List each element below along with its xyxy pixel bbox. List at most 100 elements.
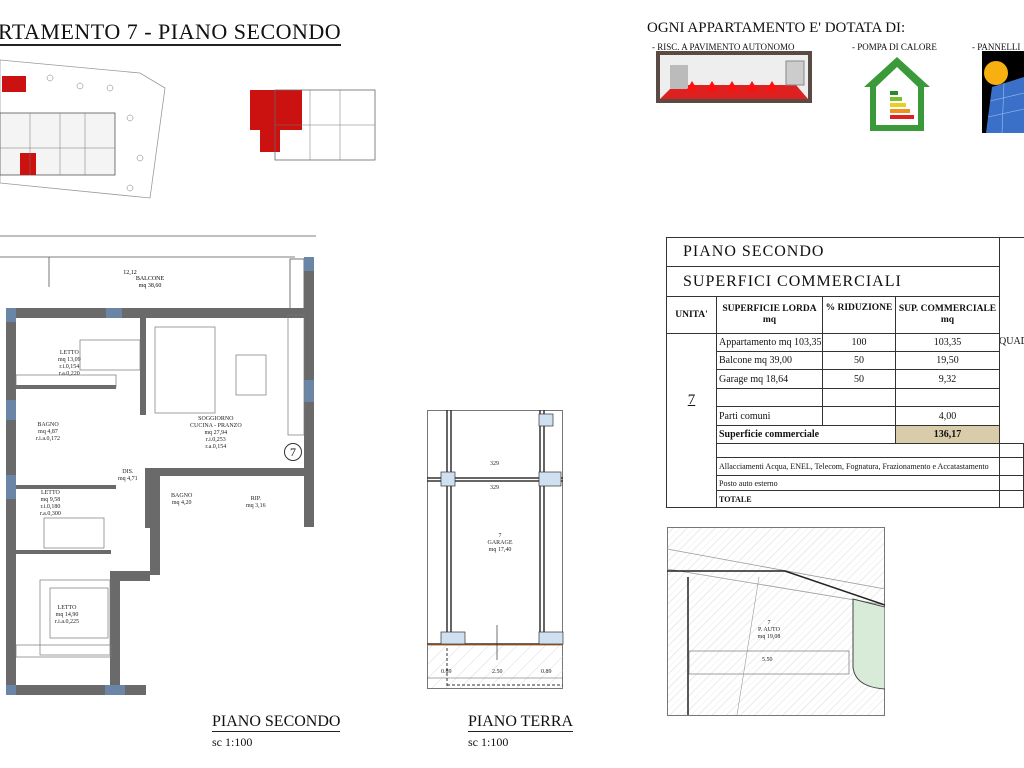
unit-highlight bbox=[2, 76, 26, 92]
balcony-dim: 12,12 bbox=[123, 270, 137, 276]
unit-number: 7 bbox=[687, 392, 696, 408]
underfloor-heating-icon bbox=[656, 51, 812, 103]
room-ra: r.i.a.0,225 bbox=[55, 619, 79, 625]
solar-panel-icon bbox=[982, 51, 1024, 133]
room-ri: r.i.0,154 bbox=[59, 364, 80, 370]
garage-name: GARAGE bbox=[487, 540, 513, 546]
garage-dim: 0.89 bbox=[541, 669, 552, 675]
balcony-area: mq 38,60 bbox=[139, 283, 162, 289]
garage-dim: 329 bbox=[490, 485, 499, 491]
room-area: mq 14,90 bbox=[55, 612, 79, 618]
plan-scale-ground-floor: sc 1:100 bbox=[468, 735, 509, 749]
room-ri: r.i.a.0,172 bbox=[36, 436, 60, 442]
room-name: BAGNO bbox=[37, 422, 59, 428]
table-row-connections: Allacciamenti Acqua, ENEL, Telecom, Fogn… bbox=[716, 457, 1024, 476]
table-row-reduction: 50 bbox=[822, 369, 896, 389]
header-gross-label: SUPERFICIE LORDA bbox=[722, 304, 817, 314]
energy-house-icon bbox=[864, 57, 930, 131]
table-row-commercial: 4,00 bbox=[895, 406, 1000, 426]
room-area: mq 9,58 bbox=[40, 497, 61, 503]
garage-dim: 0.89 bbox=[441, 669, 452, 675]
equipment-label-solar: - PANNELLI bbox=[972, 42, 1021, 52]
table-side-label: QUAD bbox=[999, 336, 1024, 347]
site-plan-thumbnail bbox=[0, 59, 166, 199]
parking-name: P. AUTO bbox=[758, 627, 780, 633]
room-name-2: CUCINA - PRANZO bbox=[190, 423, 242, 429]
unit-number-cell: 7 bbox=[666, 333, 717, 508]
garage-dim: 2.50 bbox=[492, 669, 503, 675]
header-commercial-unit: mq bbox=[940, 315, 955, 325]
equipment-label-heatpump: - POMPA DI CALORE bbox=[852, 42, 937, 52]
header-unit-label: UNITA' bbox=[675, 309, 708, 320]
header-reduction: % RIDUZIONE bbox=[822, 296, 896, 334]
table-row-reduction: 50 bbox=[822, 351, 896, 370]
equipment-label-heating: - RISC. A PAVIMENTO AUTONOMO bbox=[652, 42, 795, 52]
room-label: DIS.mq 4,71 bbox=[118, 469, 138, 483]
room-area: mq 27,94 bbox=[204, 430, 228, 436]
table-row-commercial: 103,35 bbox=[895, 333, 1000, 352]
room-area: mq 4,71 bbox=[118, 476, 138, 482]
parking-dim: 5.50 bbox=[762, 657, 773, 663]
table-row-gross: Parti comuni bbox=[716, 406, 823, 426]
balcony-name: BALCONE bbox=[136, 276, 165, 282]
room-ra: r.a.0,300 bbox=[40, 511, 61, 517]
room-ri: r.i.0,253 bbox=[205, 437, 226, 443]
room-name: RIP. bbox=[250, 496, 261, 502]
table-row-parking: Posto auto esterno bbox=[716, 475, 1024, 491]
plan-label-ground-floor: PIANO TERRA bbox=[468, 713, 574, 732]
table-row-total: TOTALE bbox=[716, 490, 1024, 508]
table-row-reduction bbox=[822, 388, 896, 407]
room-area: mq 3,16 bbox=[246, 503, 266, 509]
floor-key-thumbnail bbox=[250, 89, 376, 161]
garage-unit: 7 bbox=[498, 533, 502, 539]
total-label: Superficie commerciale bbox=[716, 425, 896, 444]
table-row-commercial: 19,50 bbox=[895, 351, 1000, 370]
room-name: DIS. bbox=[122, 469, 134, 475]
garage-dim: 329 bbox=[490, 461, 499, 467]
room-name: LETTO bbox=[40, 490, 60, 496]
room-area: mq 4,87 bbox=[38, 429, 58, 435]
room-ra: r.a.0,154 bbox=[205, 444, 227, 450]
header-unit: UNITA' bbox=[666, 296, 717, 334]
table-row-commercial bbox=[895, 388, 1000, 407]
room-area: mq 4,20 bbox=[171, 500, 192, 506]
table-subtitle: SUPERFICI COMMERCIALI bbox=[666, 266, 1000, 297]
equipment-heading: OGNI APPARTAMENTO E' DOTATA DI: bbox=[647, 20, 906, 36]
table-row-gross: Balcone mq 39,00 bbox=[716, 351, 823, 370]
header-gross-unit: mq bbox=[762, 315, 777, 325]
parking-area: mq 19,08 bbox=[757, 634, 781, 640]
table-row-reduction bbox=[822, 406, 896, 426]
parking-plan bbox=[667, 527, 885, 716]
unit-number-marker: 7 bbox=[284, 443, 302, 461]
room-label: RIP.mq 3,16 bbox=[246, 496, 266, 510]
table-row-gross: Garage mq 18,64 bbox=[716, 369, 823, 389]
header-reduction-label: % RIDUZIONE bbox=[825, 303, 893, 313]
parking-unit: 7 bbox=[767, 620, 771, 626]
table-row-commercial: 9,32 bbox=[895, 369, 1000, 389]
garage-floor-plan bbox=[427, 410, 564, 689]
room-name: LETTO bbox=[57, 605, 77, 611]
table-title: PIANO SECONDO bbox=[666, 237, 1000, 267]
total-value: 136,17 bbox=[895, 425, 1000, 444]
table-row-reduction: 100 bbox=[822, 333, 896, 352]
room-name: BAGNO bbox=[171, 493, 193, 499]
plan-label-second-floor: PIANO SECONDO bbox=[212, 713, 341, 732]
table-row-gross bbox=[716, 388, 823, 407]
room-ra: r.a.0,220 bbox=[58, 371, 80, 377]
garage-area: mq 17,40 bbox=[488, 547, 512, 553]
apartment-floor-plan: 12,12 BALCONE mq 38,60 bbox=[0, 235, 316, 695]
page-title: RTAMENTO 7 - PIANO SECONDO bbox=[0, 19, 342, 46]
room-ri: r.i.0,180 bbox=[40, 504, 61, 510]
room-area: mq 13,09 bbox=[58, 357, 81, 363]
table-row-gross: Appartamento mq 103,35 bbox=[716, 333, 823, 352]
